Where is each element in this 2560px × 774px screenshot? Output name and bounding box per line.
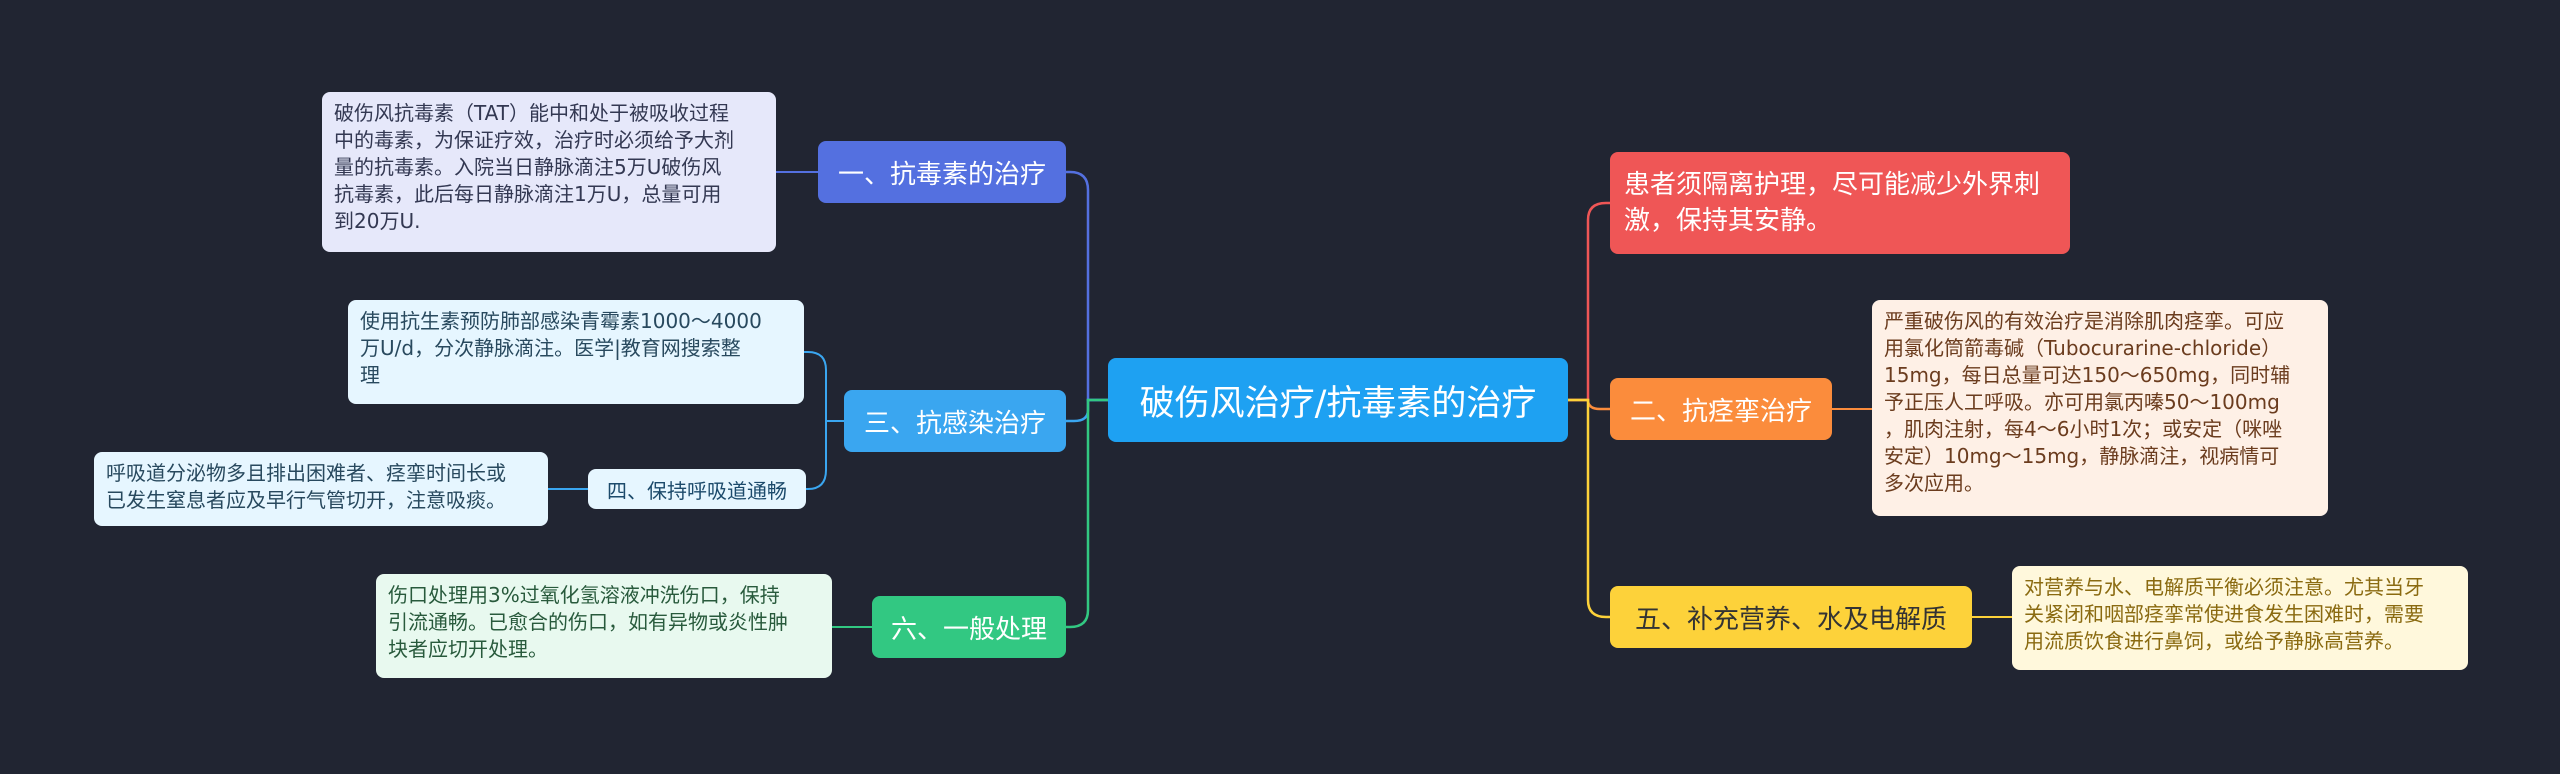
note-line: 用氯化筒箭毒碱（Tubocurarine-chloride） xyxy=(1884,336,2282,360)
note-line: 用流质饮食进行鼻饲，或给予静脉高营养。 xyxy=(2024,629,2404,653)
note-line: 予正压人工呼吸。亦可用氯丙嗪50～100mg xyxy=(1884,390,2280,414)
link-anti-infection-airway xyxy=(806,420,844,490)
subbranch-airway[interactable]: 四、保持呼吸道通畅 xyxy=(588,469,806,509)
branch-antitoxin[interactable]: 一、抗毒素的治疗 xyxy=(818,141,1066,203)
note-line: 块者应切开处理。 xyxy=(388,637,548,661)
root-topic-label: 破伤风治疗/抗毒素的治疗 xyxy=(1139,383,1537,424)
branch-isolation-label: 患者须隔离护理，尽可能减少外界刺激，保持其安静。 xyxy=(1624,170,2041,236)
note-airway: 呼吸道分泌物多且排出困难者、痉挛时间长或 已发生窒息者应及早行气管切开，注意吸痰… xyxy=(94,452,548,526)
branch-isolation[interactable]: 患者须隔离护理，尽可能减少外界刺激，保持其安静。 xyxy=(1610,152,2070,254)
branch-antispasm-label: 二、抗痉挛治疗 xyxy=(1629,396,1812,427)
root-topic[interactable]: 破伤风治疗/抗毒素的治疗 xyxy=(1108,358,1568,442)
branch-nutrition[interactable]: 五、补充营养、水及电解质 xyxy=(1610,586,1972,648)
branch-general-label: 六、一般处理 xyxy=(890,614,1047,645)
note-anti-infection: 使用抗生素预防肺部感染青霉素1000～4000 万U/d，分次静脉滴注。医学|教… xyxy=(348,300,804,404)
note-line: 严重破伤风的有效治疗是消除肌肉痉挛。可应 xyxy=(1884,309,2284,333)
note-general: 伤口处理用3%过氧化氢溶液冲洗伤口，保持 引流通畅。已愈合的伤口，如有异物或炎性… xyxy=(376,574,832,678)
branch-antitoxin-label: 一、抗毒素的治疗 xyxy=(837,159,1046,190)
note-line: 破伤风抗毒素（TAT）能中和处于被吸收过程 xyxy=(334,101,730,125)
branch-antispasm[interactable]: 二、抗痉挛治疗 xyxy=(1610,378,1832,440)
note-antispasm: 严重破伤风的有效治疗是消除肌肉痉挛。可应 用氯化筒箭毒碱（Tubocurarin… xyxy=(1872,300,2328,516)
note-line: 15mg，每日总量可达150～650mg，同时辅 xyxy=(1884,363,2291,387)
branch-general[interactable]: 六、一般处理 xyxy=(872,596,1066,658)
link-root-antitoxin xyxy=(1066,170,1108,402)
note-line: 中的毒素，为保证疗效，治疗时必须给予大剂 xyxy=(334,128,734,152)
link-root-nutrition xyxy=(1568,398,1610,619)
note-line: 多次应用。 xyxy=(1884,471,1984,495)
note-line: 伤口处理用3%过氧化氢溶液冲洗伤口，保持 xyxy=(388,583,780,607)
note-line: 呼吸道分泌物多且排出困难者、痉挛时间长或 xyxy=(106,461,506,485)
note-line: 到20万U. xyxy=(334,209,421,233)
note-antitoxin: 破伤风抗毒素（TAT）能中和处于被吸收过程 中的毒素，为保证疗效，治疗时必须给予… xyxy=(322,92,776,252)
note-nutrition: 对营养与水、电解质平衡必须注意。尤其当牙 关紧闭和咽部痉挛常使进食发生困难时，需… xyxy=(2012,566,2468,670)
note-line: 万U/d，分次静脉滴注。医学|教育网搜索整 xyxy=(360,336,741,360)
link-anti-infection-note xyxy=(804,351,844,422)
note-line: ，肌肉注射，每4～6小时1次；或安定（咪唑 xyxy=(1884,417,2283,441)
note-line: 已发生窒息者应及早行气管切开，注意吸痰。 xyxy=(106,488,506,512)
note-line: 量的抗毒素。入院当日静脉滴注5万U破伤风 xyxy=(334,155,722,179)
branch-anti-infection-label: 三、抗感染治疗 xyxy=(863,408,1046,439)
subbranch-airway-label: 四、保持呼吸道通畅 xyxy=(607,478,787,503)
link-root-isolation xyxy=(1568,201,1610,402)
branch-nutrition-label: 五、补充营养、水及电解质 xyxy=(1634,604,1947,635)
note-line: 引流通畅。已愈合的伤口，如有异物或炎性肿 xyxy=(388,610,788,634)
note-line: 抗毒素，此后每日静脉滴注1万U，总量可用 xyxy=(334,182,722,206)
note-line: 关紧闭和咽部痉挛常使进食发生困难时，需要 xyxy=(2024,602,2424,626)
note-line: 使用抗生素预防肺部感染青霉素1000～4000 xyxy=(360,309,762,333)
note-line: 对营养与水、电解质平衡必须注意。尤其当牙 xyxy=(2024,575,2424,599)
link-root-general xyxy=(1066,398,1108,629)
note-line: 安定）10mg～15mg，静脉滴注，视病情可 xyxy=(1884,444,2280,468)
branch-anti-infection[interactable]: 三、抗感染治疗 xyxy=(844,390,1066,452)
note-line: 理 xyxy=(360,363,380,387)
